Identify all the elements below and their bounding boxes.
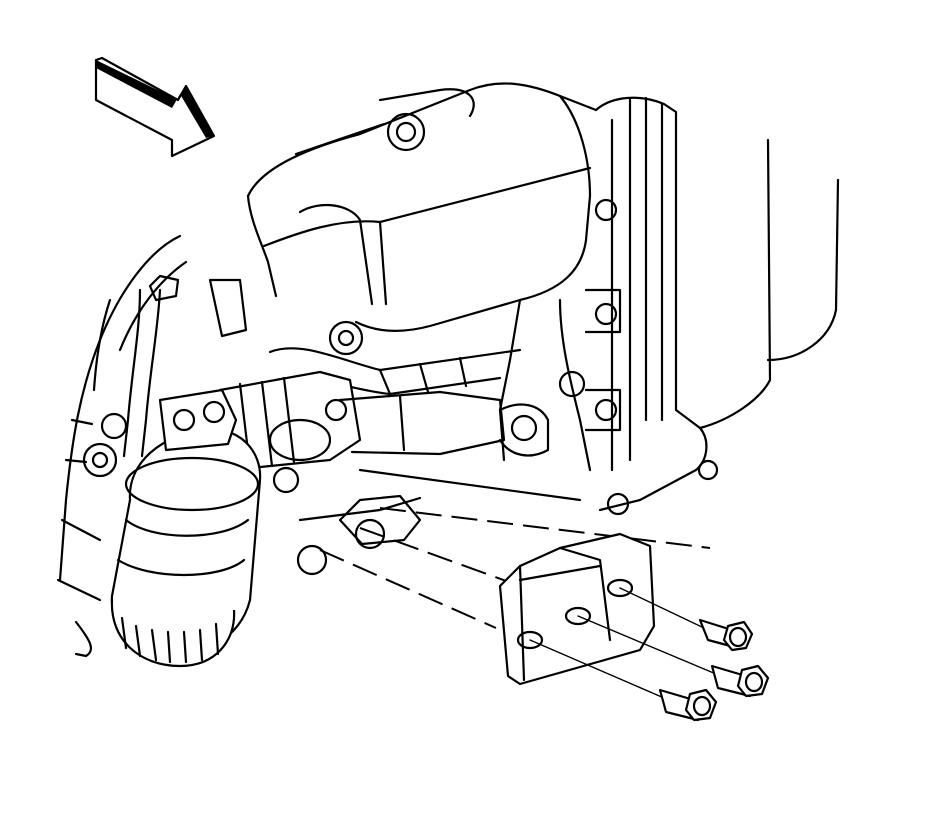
mount-bracket xyxy=(498,532,656,686)
bolt-lower xyxy=(529,639,718,722)
oil-filter xyxy=(110,388,262,668)
transmission-housing xyxy=(246,82,840,516)
engine-block-left xyxy=(56,234,188,658)
bolt-upper xyxy=(619,587,754,652)
front-direction-arrow-icon xyxy=(94,56,216,158)
alignment-lines xyxy=(319,507,711,629)
starter-assembly xyxy=(218,370,582,576)
bolt-middle xyxy=(577,615,770,698)
